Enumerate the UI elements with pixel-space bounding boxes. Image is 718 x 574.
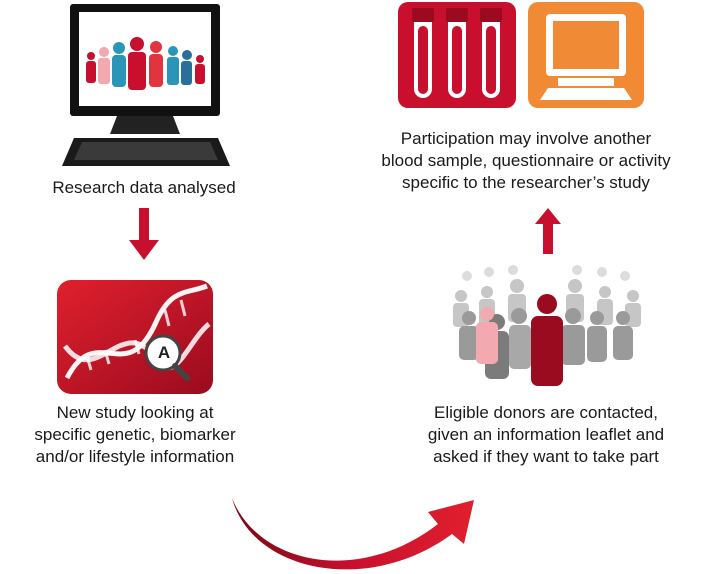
donors-caption: Eligible donors are contacted, given an … <box>386 402 706 468</box>
donors-caption-line-1: Eligible donors are contacted, <box>434 403 658 422</box>
participation-caption: Participation may involve another blood … <box>356 128 696 194</box>
research-caption: Research data analysed <box>14 177 274 199</box>
blood-tubes-icon <box>398 2 516 108</box>
donors-caption-line-3: asked if they want to take part <box>433 447 659 466</box>
magnifier-letter: A <box>157 343 171 362</box>
new-study-caption-line-3: and/or lifestyle information <box>35 447 235 466</box>
computer-people-icon <box>62 4 230 166</box>
participation-caption-line-2: blood sample, questionnaire or activity <box>381 151 671 170</box>
research-caption-line: Research data analysed <box>52 178 236 197</box>
up-arrow-icon <box>535 208 561 254</box>
new-study-caption-line-2: specific genetic, biomarker <box>34 425 236 444</box>
new-study-caption-line-1: New study looking at <box>56 403 214 422</box>
dna-magnifier-icon <box>57 280 213 394</box>
donors-caption-line-2: given an information leaflet and <box>427 425 665 444</box>
new-study-caption: New study looking at specific genetic, b… <box>4 402 266 468</box>
participation-caption-line-1: Participation may involve another <box>400 129 652 148</box>
participation-caption-line-3: specific to the researcher’s study <box>402 173 650 192</box>
curved-arrow-icon <box>232 498 474 570</box>
down-arrow-icon <box>129 208 159 260</box>
questionnaire-computer-icon <box>528 2 644 108</box>
crowd-icon <box>453 265 641 386</box>
